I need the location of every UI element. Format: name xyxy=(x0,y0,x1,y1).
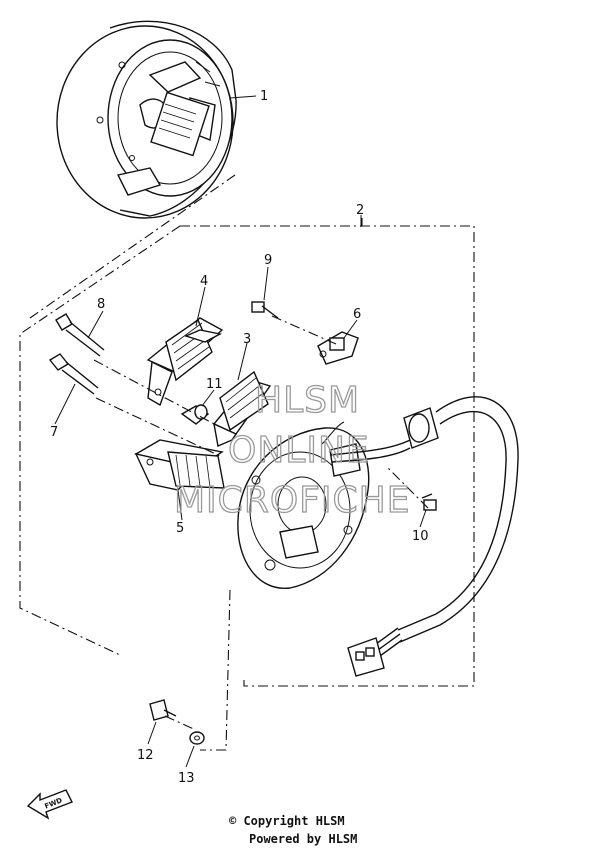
bolt-8 xyxy=(55,313,105,357)
watermark-line2: ONLINE xyxy=(228,430,370,471)
callout-5: 5 xyxy=(176,521,184,536)
washer-13 xyxy=(189,731,205,745)
stator-base-plate xyxy=(237,421,370,589)
callout-11: 11 xyxy=(206,377,223,392)
leader-1 xyxy=(229,95,257,99)
wiring-harness xyxy=(329,396,519,677)
callout-9: 9 xyxy=(264,253,272,268)
callout-7: 7 xyxy=(50,425,58,440)
stator-assembly-boundary xyxy=(19,174,475,751)
callout-4: 4 xyxy=(200,274,208,289)
callout-12: 12 xyxy=(137,748,154,763)
screw-12 xyxy=(149,699,177,721)
flywheel-rotor xyxy=(56,20,237,219)
bolt-7 xyxy=(48,353,99,395)
watermark: HLSM ONLINE MICROFICHE xyxy=(173,379,410,521)
alignment-lines xyxy=(93,315,429,731)
spacer-11 xyxy=(180,404,210,425)
powered-by-text: Powered by HLSM xyxy=(249,832,358,846)
callout-6: 6 xyxy=(353,307,361,322)
callout-2: 2 xyxy=(356,203,364,218)
coil-4 xyxy=(146,317,224,407)
copyright-text: © Copyright HLSM xyxy=(229,814,345,828)
callout-3: 3 xyxy=(243,332,251,347)
callout-1: 1 xyxy=(260,89,268,104)
pickup-coil-6 xyxy=(317,331,359,365)
callout-8: 8 xyxy=(97,297,105,312)
screw-10 xyxy=(421,493,437,511)
coil-5 xyxy=(134,439,225,491)
fwd-arrow-icon: FWD xyxy=(26,789,73,820)
coil-3 xyxy=(212,370,272,447)
callout-10: 10 xyxy=(412,529,429,544)
watermark-line3: MICROFICHE xyxy=(174,480,410,521)
watermark-line1: HLSM xyxy=(255,380,360,421)
leader-lines xyxy=(54,215,427,768)
screw-9 xyxy=(251,301,279,319)
callout-13: 13 xyxy=(178,771,195,786)
